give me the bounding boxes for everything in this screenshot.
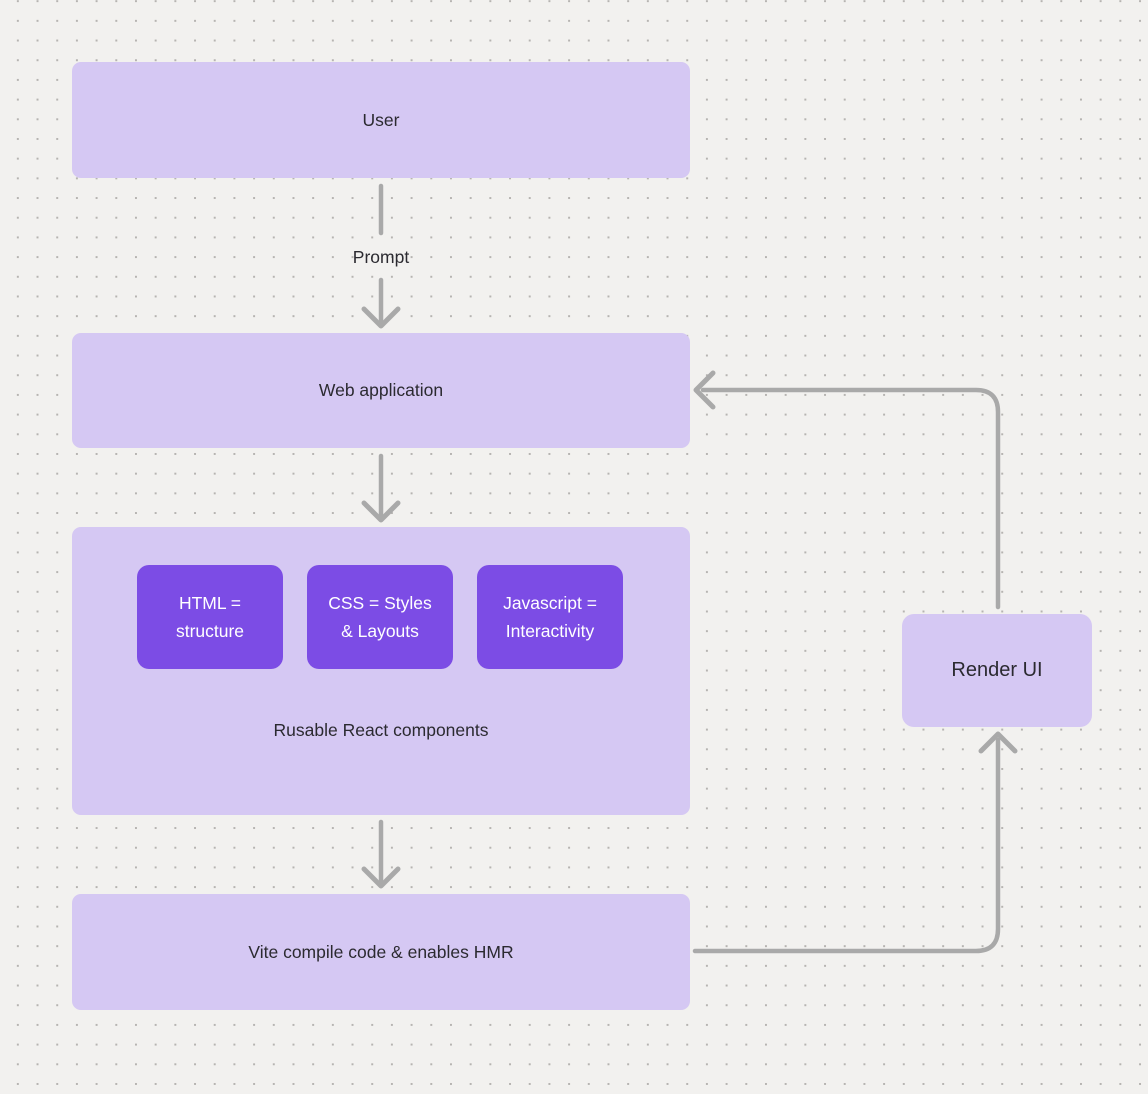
edge-web-application-to-components-group (361, 453, 401, 523)
components-group-caption: Rusable React components (273, 720, 489, 740)
node-render-ui-label: Render UI (951, 659, 1043, 681)
node-vite-label: Vite compile code & enables HMR (248, 941, 514, 962)
node-user-label: User (362, 109, 400, 130)
node-web-application-label: Web application (318, 380, 444, 400)
edge-components-group-to-vite (361, 819, 401, 889)
edge-render-ui-to-web-application-arrowhead (693, 370, 716, 410)
edge-render-ui-to-web-application-shaft (700, 387, 1001, 610)
components-row: HTML = structure CSS = Styles & Layouts … (137, 565, 623, 669)
edge-prompt-label: Prompt (352, 247, 410, 267)
node-javascript: Javascript = Interactivity (477, 565, 623, 669)
node-components-group: HTML = structure CSS = Styles & Layouts … (72, 527, 690, 815)
node-css: CSS = Styles & Layouts (307, 565, 453, 669)
edge-user-to-web-application-arrowhead (361, 306, 401, 329)
edge-vite-to-render-ui-shaft (692, 737, 1001, 954)
node-vite: Vite compile code & enables HMR (72, 894, 690, 1010)
node-html: HTML = structure (137, 565, 283, 669)
node-render-ui: Render UI (902, 614, 1092, 727)
edge-web-application-to-components-group-arrowhead (361, 500, 401, 523)
node-web-application: Web application (72, 333, 690, 448)
node-user: User (72, 62, 690, 178)
edge-components-group-to-vite-arrowhead (361, 866, 401, 889)
edge-vite-to-render-ui (692, 731, 1018, 954)
edge-vite-to-render-ui-arrowhead (978, 731, 1018, 754)
edge-render-ui-to-web-application (693, 370, 1001, 610)
